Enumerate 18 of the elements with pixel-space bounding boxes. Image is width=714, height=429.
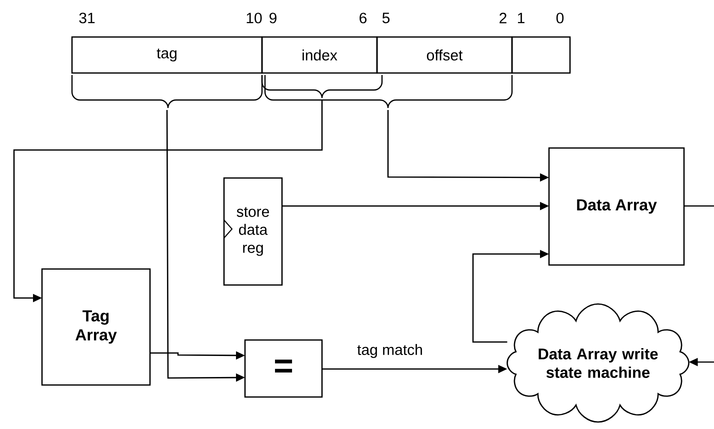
bit-number: 5	[382, 12, 390, 24]
bit-number: 9	[270, 12, 276, 24]
bit-number: 31	[79, 12, 95, 24]
register-field: tag	[71, 36, 263, 74]
register-box: store data reg	[223, 177, 283, 286]
comparator-box: =	[244, 339, 323, 398]
data-array-box: Data Array	[548, 147, 685, 266]
bit-number: 2	[500, 12, 506, 24]
edge-label: tag match	[356, 343, 424, 359]
bit-number: 1	[518, 12, 524, 24]
bit-number: 6	[360, 12, 367, 24]
tag-array-box: Tag Array	[41, 268, 151, 386]
register-field	[511, 36, 571, 74]
register-field: offset	[376, 36, 513, 74]
state-machine-cloud: Data Array write state machine	[506, 303, 690, 423]
bit-number: 0	[556, 12, 564, 24]
register-field: index	[261, 36, 378, 74]
bit-number: 10	[246, 12, 262, 24]
